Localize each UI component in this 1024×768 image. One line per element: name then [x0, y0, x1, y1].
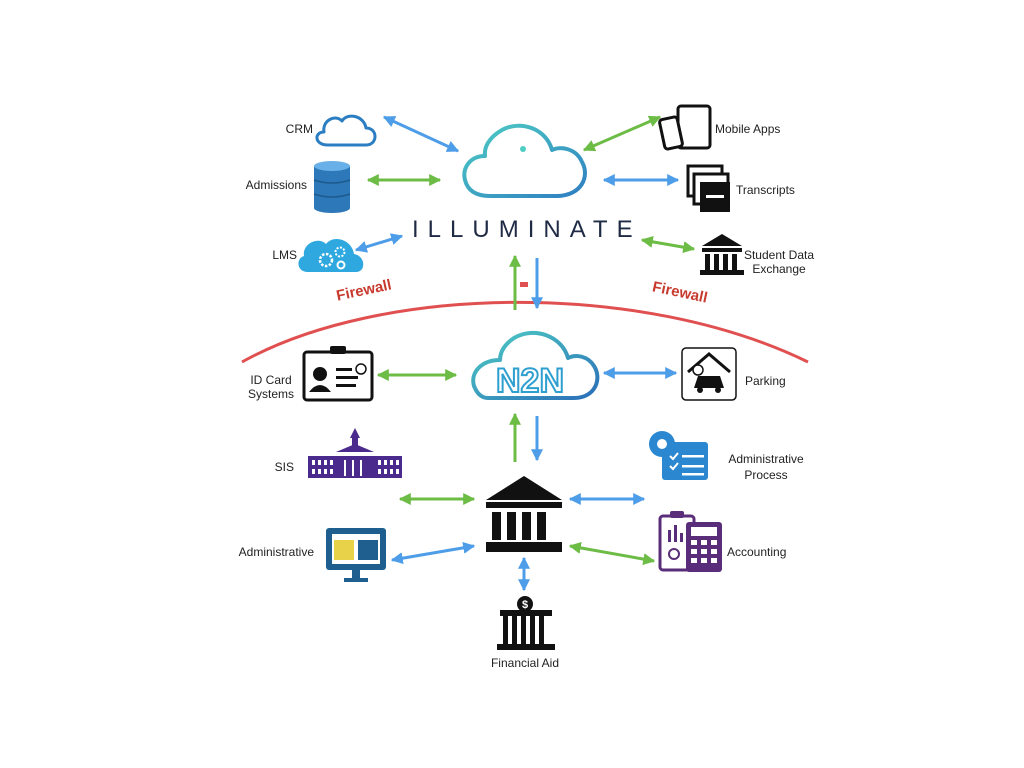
accounting-calculator-icon — [658, 511, 722, 572]
n2n-hub-label: N2N — [496, 362, 564, 400]
transcripts-label: Transcripts — [736, 183, 795, 197]
id-card-icon — [302, 346, 374, 402]
transcripts-documents-icon — [686, 164, 730, 212]
administrative-label: Administrative — [238, 545, 314, 559]
sis-label: SIS — [274, 460, 294, 474]
student-data-exchange-label-line2: Exchange — [752, 262, 806, 276]
database-icon — [313, 161, 351, 213]
lms-label: LMS — [272, 248, 297, 262]
administrative-process-icon — [649, 431, 708, 480]
parking-garage-icon — [681, 347, 737, 401]
arrow-mobile-illuminate — [582, 115, 662, 152]
sis-building-icon — [308, 428, 402, 478]
lms-cloud-gears-icon — [298, 239, 364, 272]
firewall-center-mark — [520, 282, 528, 287]
financial-aid-building-icon: $ — [497, 596, 555, 650]
parking-label: Parking — [745, 374, 786, 388]
mobile-apps-label: Mobile Apps — [715, 122, 781, 136]
mobile-devices-icon — [658, 104, 712, 151]
administrative-process-label-line2: Process — [744, 468, 788, 482]
arrow-building-accounting — [568, 541, 656, 566]
arrow-student-exchange-illuminate — [640, 235, 696, 254]
illuminate-brand-title: ILLUMINATE — [412, 216, 642, 243]
accounting-label: Accounting — [727, 545, 787, 559]
administrative-monitor-icon — [326, 528, 386, 582]
id-card-label-line1: ID Card — [250, 373, 292, 387]
arrow-administrative-building — [390, 541, 476, 565]
crm-cloud-icon — [315, 114, 377, 147]
crm-label: CRM — [285, 122, 313, 136]
student-data-exchange-label-line1: Student Data — [743, 248, 815, 262]
administrative-process-label-line1: Administrative — [728, 452, 804, 466]
student-data-exchange-building-icon — [700, 234, 744, 275]
arrow-lms-illuminate — [354, 233, 404, 253]
n2n-cloud-icon — [471, 330, 600, 400]
admissions-label: Admissions — [245, 178, 307, 192]
svg-text:$: $ — [522, 599, 528, 611]
id-card-label-line2: Systems — [247, 387, 294, 401]
illuminate-cloud-icon — [462, 123, 587, 198]
arrow-crm-illuminate — [382, 115, 460, 153]
institution-building-icon — [486, 476, 562, 552]
financial-aid-label: Financial Aid — [490, 656, 560, 670]
